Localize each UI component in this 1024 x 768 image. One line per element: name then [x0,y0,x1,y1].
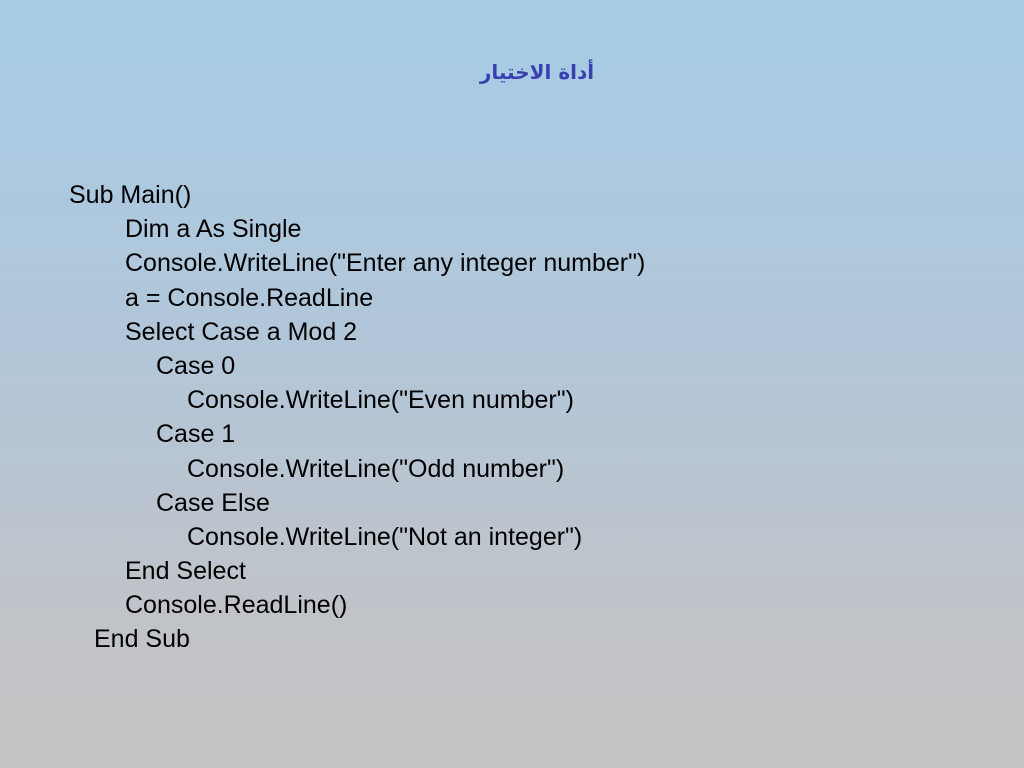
code-line-end-select: End Select [125,557,246,586]
code-line-case-1: Case 1 [156,420,236,449]
code-line-readline-final: Console.ReadLine() [125,591,348,620]
code-line-writeline-even: Console.WriteLine("Even number") [187,386,574,415]
code-line-readline-assign: a = Console.ReadLine [125,283,374,312]
slide-title: أداة الاختيار [479,60,595,84]
code-block: Sub Main() Dim a As Single Console.Write… [69,178,645,657]
code-line-end-sub: End Sub [94,625,190,654]
code-line-writeline-odd: Console.WriteLine("Odd number") [187,454,565,483]
code-line-case-0: Case 0 [156,351,236,380]
code-line-dim: Dim a As Single [125,215,302,244]
code-line-case-else: Case Else [156,488,270,517]
code-line-select-case: Select Case a Mod 2 [125,317,358,346]
code-line-sub-main: Sub Main() [69,181,192,209]
code-line-writeline-prompt: Console.WriteLine("Enter any integer num… [125,249,646,278]
code-line-writeline-not-integer: Console.WriteLine("Not an integer") [187,522,583,551]
